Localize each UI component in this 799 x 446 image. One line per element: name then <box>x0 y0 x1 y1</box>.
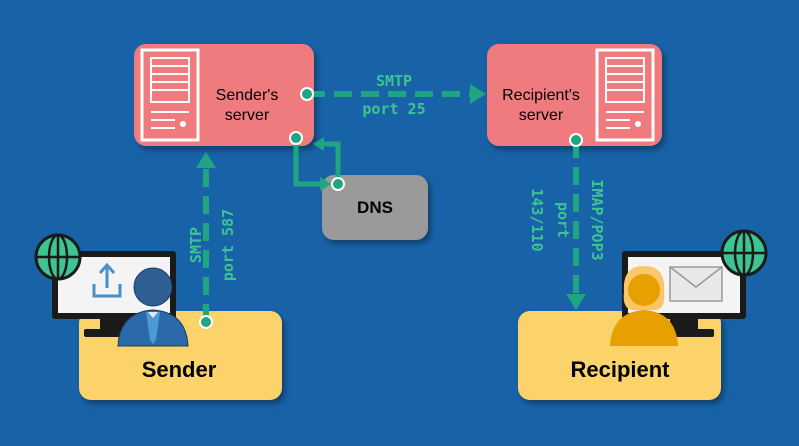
sender-avatar-icon <box>117 267 189 347</box>
recipient-label: Recipient <box>570 357 670 382</box>
dns-label: DNS <box>357 198 393 217</box>
recipient-server-label-line2: server <box>518 107 564 124</box>
recipient-server-label: Recipient's server <box>490 86 592 126</box>
sender-label: Sender <box>141 357 217 382</box>
smtp-port-25-arrow <box>300 84 486 104</box>
sender-server-label: Sender's server <box>204 86 290 126</box>
port-25-label: port 25 <box>362 100 425 118</box>
recipient-server-box <box>487 44 662 146</box>
smtp-port-587-arrow <box>196 152 216 329</box>
globe-icon <box>34 233 82 281</box>
smtp-label: SMTP <box>376 72 412 90</box>
server-tower-icon <box>595 48 655 142</box>
sender-server-label-line1: Sender's <box>215 87 279 104</box>
globe-icon <box>720 229 768 277</box>
recipient-avatar-icon <box>610 266 678 346</box>
upload-icon <box>92 262 122 298</box>
envelope-icon <box>669 266 723 302</box>
imap-pop3-label: IMAP/POP3 <box>588 179 606 260</box>
dns-lookup-arrows <box>289 131 345 191</box>
port-label: port <box>554 202 572 238</box>
server-tower-icon <box>140 48 200 142</box>
port-587-label: port 587 <box>219 209 237 281</box>
imap-pop3-arrow <box>566 133 586 310</box>
port-143-110-label: 143/110 <box>528 188 546 251</box>
sender-server-label-line2: server <box>224 107 270 124</box>
recipient-server-label-line1: Recipient's <box>502 87 580 104</box>
smtp-label: SMTP <box>187 227 205 263</box>
